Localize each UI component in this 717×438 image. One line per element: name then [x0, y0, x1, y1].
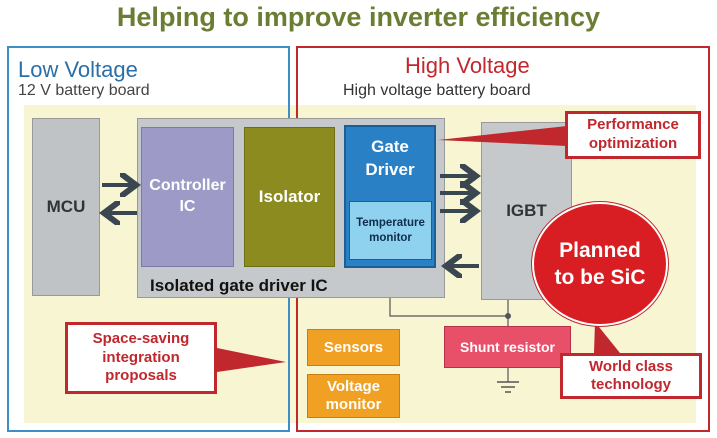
space-callout-line2: integration — [102, 348, 180, 366]
sensors-block: Sensors — [307, 329, 400, 366]
space-callout-line1: Space-saving — [92, 329, 190, 347]
world-callout-line1: World class — [589, 358, 673, 375]
isolator-label: Isolator — [258, 187, 321, 206]
isolator-block: Isolator — [244, 127, 335, 267]
igbt-label: IGBT — [506, 201, 547, 220]
page-title: Helping to improve inverter efficiency — [116, 2, 601, 32]
isolated-gate-driver-ic-label: Isolated gate driver IC — [150, 276, 328, 295]
gate-driver-label-line2: Driver — [365, 159, 415, 179]
gate-driver-label: Gate Driver — [344, 136, 436, 182]
mcu-label: MCU — [46, 197, 86, 216]
performance-callout-line1: Performance — [587, 116, 679, 134]
space-callout-pointer — [217, 348, 286, 372]
performance-callout-line2: optimization — [588, 135, 678, 152]
low-voltage-title: Low Voltage — [18, 57, 138, 82]
temperature-monitor-label-line1: Temperature — [356, 217, 425, 230]
shunt-resistor-block: Shunt resistor — [444, 326, 571, 368]
sensors-label: Sensors — [323, 339, 384, 356]
voltage-monitor-label-line1: Voltage — [326, 378, 381, 395]
low-voltage-subtitle: 12 V battery board — [18, 82, 150, 99]
sic-badge-line1: Planned — [559, 238, 641, 262]
voltage-monitor-label-line2: monitor — [325, 396, 382, 413]
wire-igbt-shunt — [389, 298, 508, 317]
high-voltage-title: High Voltage — [405, 53, 530, 78]
world-callout-pointer — [594, 322, 620, 353]
sic-badge-line2: to be SiC — [554, 266, 646, 289]
temperature-monitor-label-line2: monitor — [369, 231, 412, 244]
planned-sic-badge: Planned to be SiC — [532, 202, 668, 326]
space-callout-line3: proposals — [105, 367, 177, 385]
performance-callout-pointer — [438, 126, 567, 146]
controller-ic-label-line2: IC — [179, 198, 196, 215]
gate-driver-label-line1: Gate — [371, 137, 409, 156]
shunt-resistor-label: Shunt resistor — [460, 339, 555, 355]
world-callout-line2: technology — [590, 376, 671, 393]
controller-ic-label-line1: Controller — [149, 177, 226, 195]
high-voltage-subtitle: High voltage battery board — [343, 82, 531, 99]
junction-dot — [505, 313, 511, 319]
